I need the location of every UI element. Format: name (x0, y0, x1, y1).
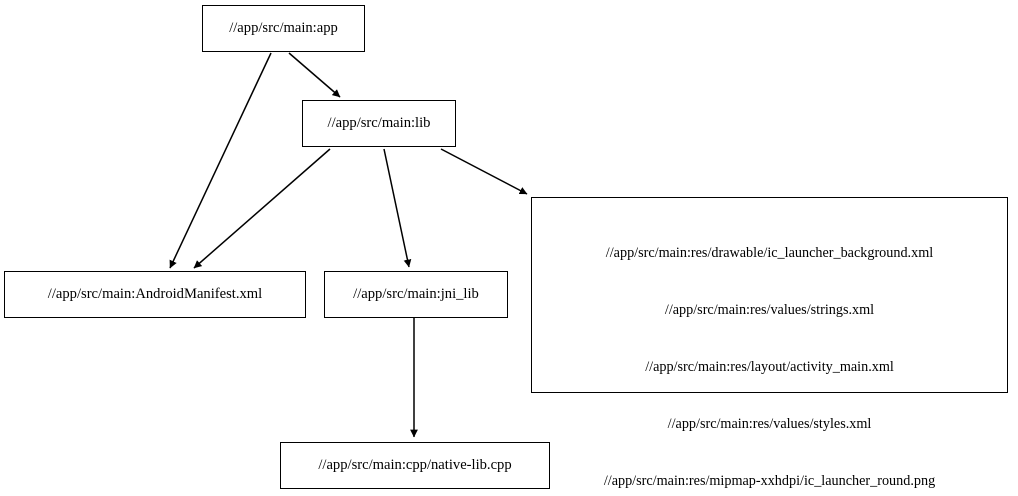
node-resources-line: //app/src/main:res/mipmap-xxhdpi/ic_laun… (603, 473, 936, 490)
node-native-lib-cpp-label: //app/src/main:cpp/native-lib.cpp (318, 457, 512, 473)
node-resources[interactable]: //app/src/main:res/drawable/ic_launcher_… (531, 197, 1008, 489)
node-resources-line: //app/src/main:res/values/styles.xml (667, 416, 872, 433)
node-lib[interactable]: //app/src/main:lib (302, 100, 456, 147)
edge-app-to-manifest (169, 52, 272, 269)
node-android-manifest[interactable]: //app/src/main:AndroidManifest.xml (4, 271, 306, 318)
node-resources-line: //app/src/main:res/layout/activity_main.… (645, 359, 894, 376)
edge-lib-to-jni-lib (383, 148, 412, 268)
edge-lib-to-manifest (193, 148, 331, 269)
node-jni-lib[interactable]: //app/src/main:jni_lib (324, 271, 508, 318)
node-lib-label: //app/src/main:lib (327, 115, 431, 131)
edge-app-to-lib (288, 52, 341, 98)
node-resources-line: //app/src/main:res/values/strings.xml (664, 302, 875, 319)
node-jni-lib-label: //app/src/main:jni_lib (353, 286, 479, 302)
node-resources-line: //app/src/main:res/drawable/ic_launcher_… (605, 245, 934, 261)
node-app-label: //app/src/main:app (229, 20, 338, 36)
edge-lib-to-resources (440, 148, 528, 195)
node-native-lib-cpp[interactable]: //app/src/main:cpp/native-lib.cpp (280, 442, 550, 489)
node-android-manifest-label: //app/src/main:AndroidManifest.xml (47, 286, 263, 302)
node-app[interactable]: //app/src/main:app (202, 5, 365, 52)
